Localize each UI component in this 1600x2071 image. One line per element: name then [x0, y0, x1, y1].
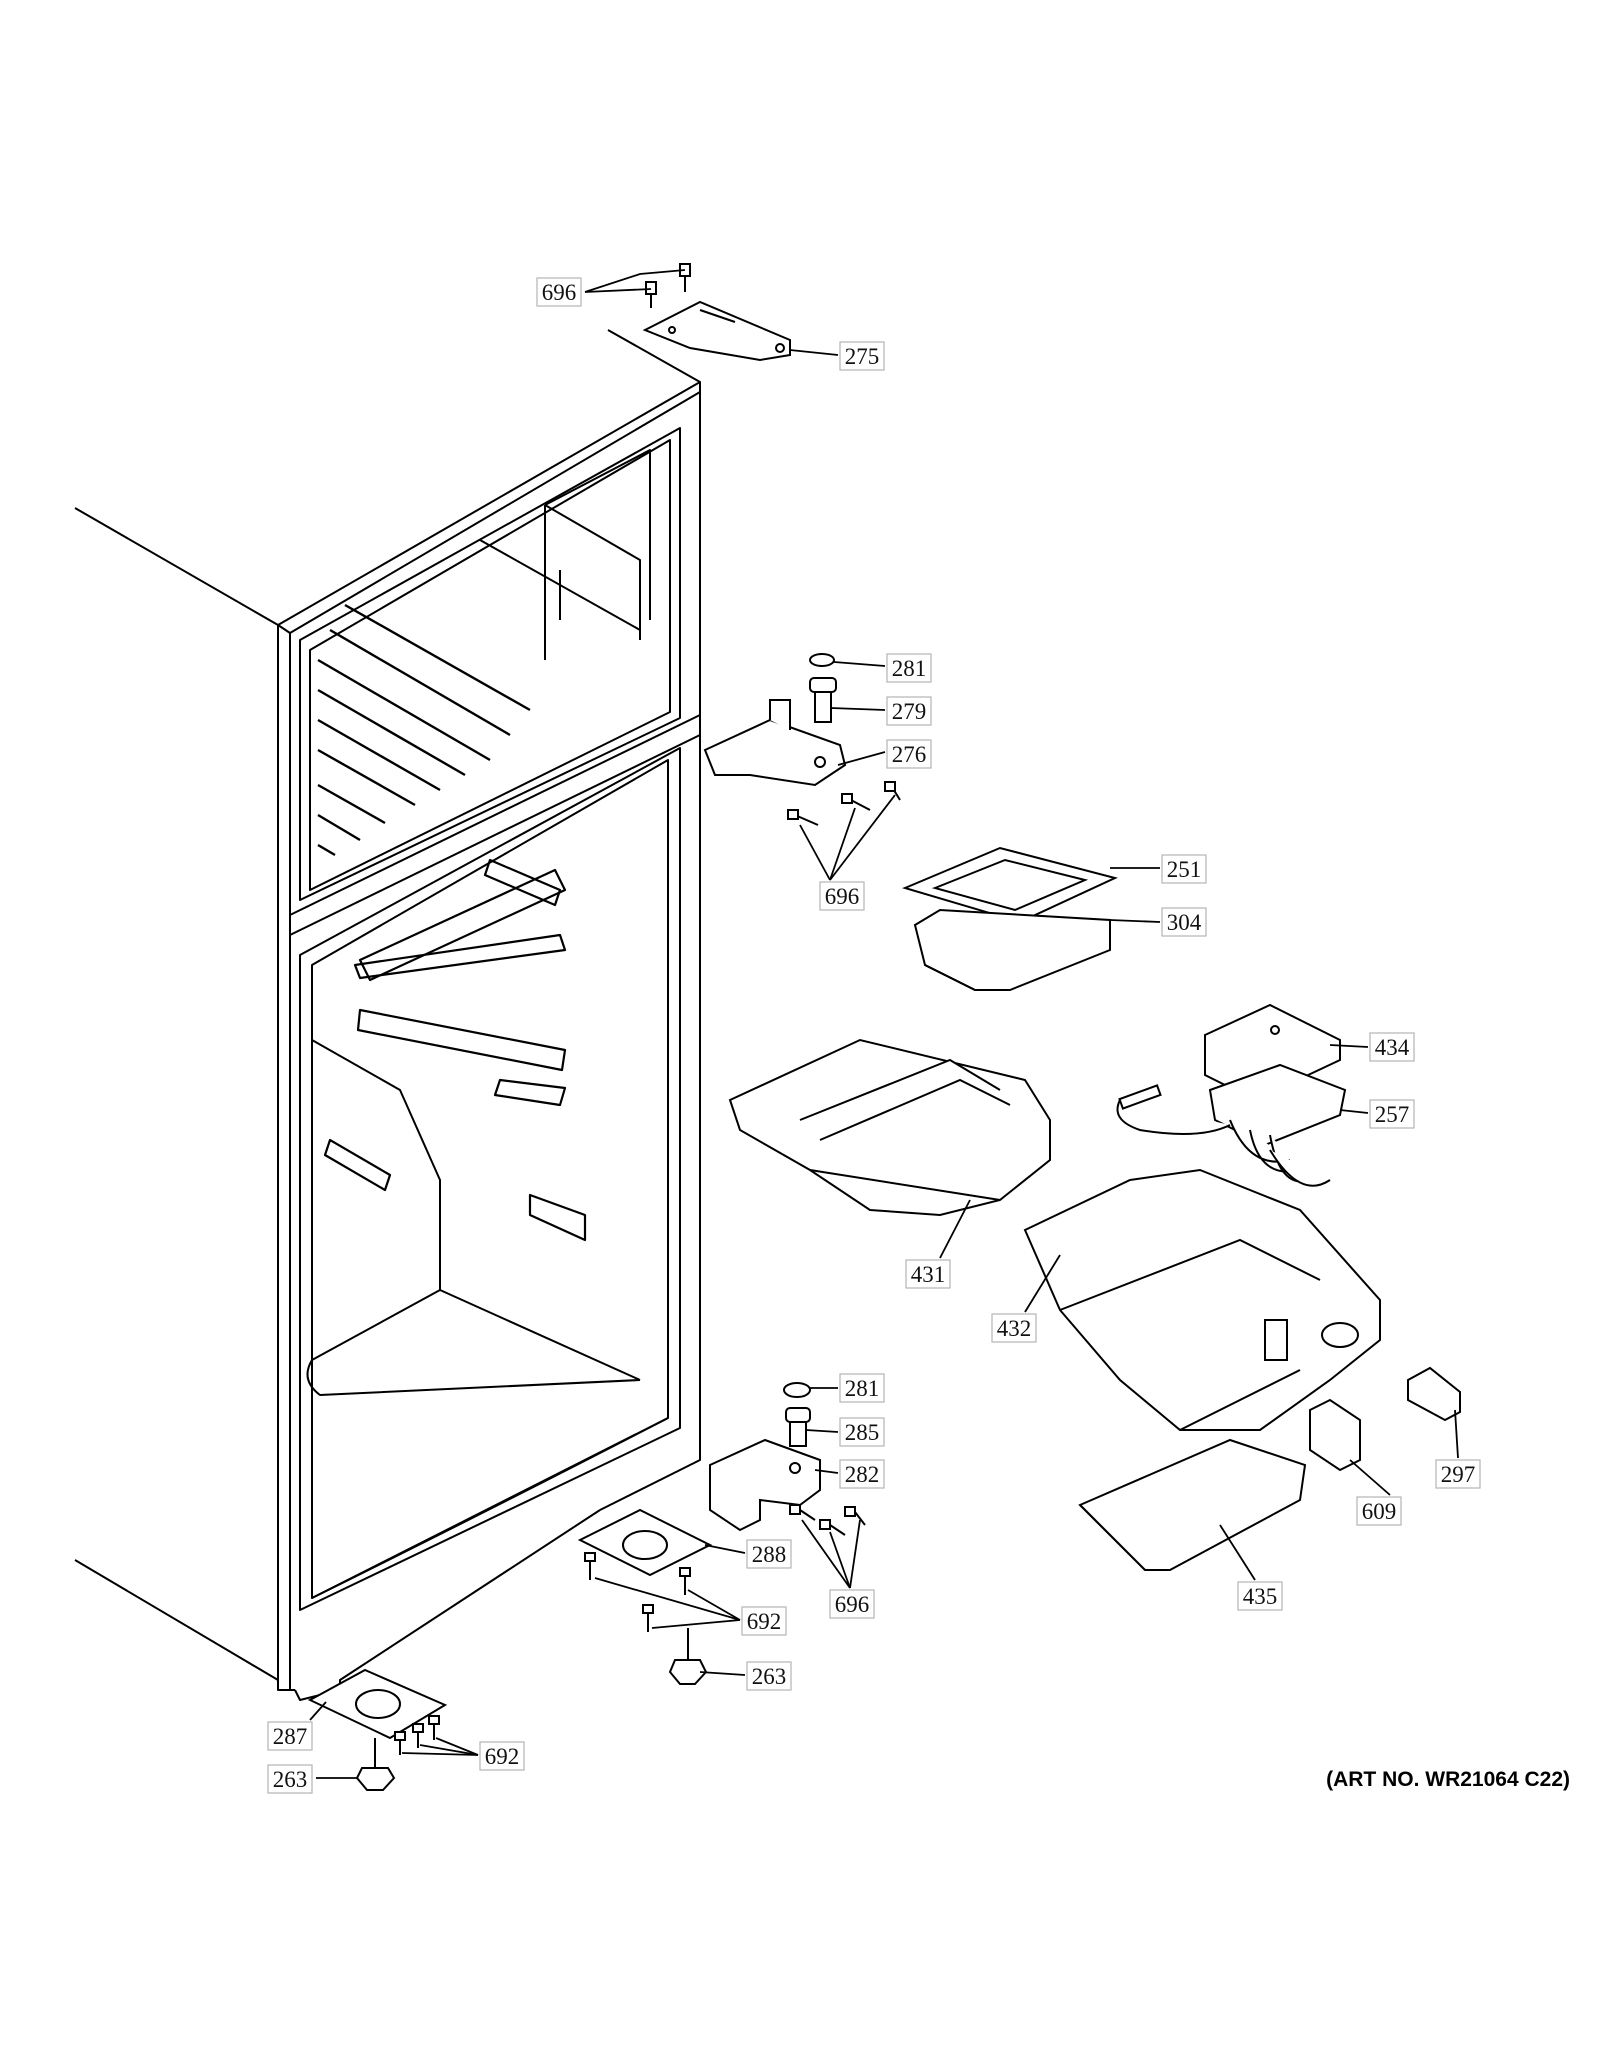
callout-288: 288	[746, 1539, 792, 1569]
svg-text:263: 263	[273, 1767, 308, 1792]
callout-287: 287	[267, 1721, 313, 1751]
callout-432: 432	[991, 1313, 1037, 1343]
washer-281-top	[809, 653, 835, 667]
hinge-pin-279	[809, 677, 837, 723]
svg-text:432: 432	[997, 1316, 1032, 1341]
svg-text:281: 281	[892, 656, 927, 681]
switch-609	[1309, 1398, 1361, 1472]
callout-285: 285	[839, 1417, 885, 1447]
callout-281-top: 281	[886, 653, 932, 683]
lower-hinge-282	[709, 1438, 821, 1532]
drawer-431	[728, 1038, 1051, 1217]
leveling-leg-263-mid	[668, 1628, 708, 1685]
svg-text:279: 279	[892, 699, 927, 724]
svg-text:696: 696	[825, 884, 860, 909]
gasket-251	[902, 846, 1118, 924]
roller-287	[307, 1668, 448, 1740]
top-hinge-275	[642, 300, 791, 362]
callout-297: 297	[1435, 1459, 1481, 1489]
callout-696-mid: 696	[819, 881, 865, 911]
callout-435: 435	[1237, 1581, 1283, 1611]
callout-251: 251	[1161, 854, 1207, 884]
svg-text:692: 692	[747, 1609, 782, 1634]
svg-text:304: 304	[1167, 910, 1202, 935]
callout-692-low: 692	[479, 1741, 525, 1771]
svg-text:696: 696	[542, 280, 577, 305]
svg-text:431: 431	[911, 1262, 946, 1287]
part-297	[1407, 1366, 1461, 1422]
callout-696-top: 696	[536, 277, 582, 307]
callout-431: 431	[905, 1259, 951, 1289]
screws-692-low	[394, 1715, 440, 1755]
callout-696-low: 696	[829, 1589, 875, 1619]
svg-text:282: 282	[845, 1462, 880, 1487]
screws-692-mid	[584, 1552, 691, 1632]
cover-434	[1204, 1003, 1341, 1102]
art-number: (ART NO. WR21064 C22)	[1326, 1768, 1570, 1791]
tray-432	[1023, 1168, 1381, 1431]
callout-282: 282	[839, 1459, 885, 1489]
center-hinge-276	[703, 699, 847, 787]
callout-281-low: 281	[839, 1373, 885, 1403]
refrigerator-cabinet	[74, 329, 701, 1701]
callout-692-mid: 692	[741, 1606, 787, 1636]
svg-text:287: 287	[273, 1724, 308, 1749]
washer-281-low	[783, 1382, 811, 1398]
callout-275: 275	[839, 341, 885, 371]
callout-434: 434	[1369, 1032, 1415, 1062]
leveling-leg-263-low	[355, 1738, 396, 1791]
svg-text:609: 609	[1362, 1499, 1397, 1524]
pin-285	[785, 1407, 811, 1447]
svg-text:275: 275	[845, 344, 880, 369]
callout-257: 257	[1369, 1099, 1415, 1129]
callout-609: 609	[1356, 1496, 1402, 1526]
ice-tray-304	[913, 908, 1111, 991]
svg-text:285: 285	[845, 1420, 880, 1445]
callout-263-low: 263	[267, 1764, 313, 1794]
screws-696-mid	[787, 781, 901, 826]
screws-696-low	[789, 1504, 866, 1536]
svg-text:696: 696	[835, 1592, 870, 1617]
leader-lines	[309, 269, 1459, 1779]
svg-text:297: 297	[1441, 1462, 1476, 1487]
svg-text:435: 435	[1243, 1584, 1278, 1609]
callout-263-mid: 263	[746, 1661, 792, 1691]
callout-276: 276	[886, 739, 932, 769]
shelf-435	[1078, 1438, 1307, 1571]
svg-text:288: 288	[752, 1542, 787, 1567]
svg-text:251: 251	[1167, 857, 1202, 882]
control-board-257	[1116, 1063, 1347, 1187]
roller-288	[577, 1508, 713, 1577]
svg-text:434: 434	[1375, 1035, 1410, 1060]
svg-text:257: 257	[1375, 1102, 1410, 1127]
svg-text:276: 276	[892, 742, 927, 767]
callout-279: 279	[886, 696, 932, 726]
svg-text:281: 281	[845, 1376, 880, 1401]
svg-text:263: 263	[752, 1664, 787, 1689]
svg-text:692: 692	[485, 1744, 520, 1769]
callout-304: 304	[1161, 907, 1207, 937]
